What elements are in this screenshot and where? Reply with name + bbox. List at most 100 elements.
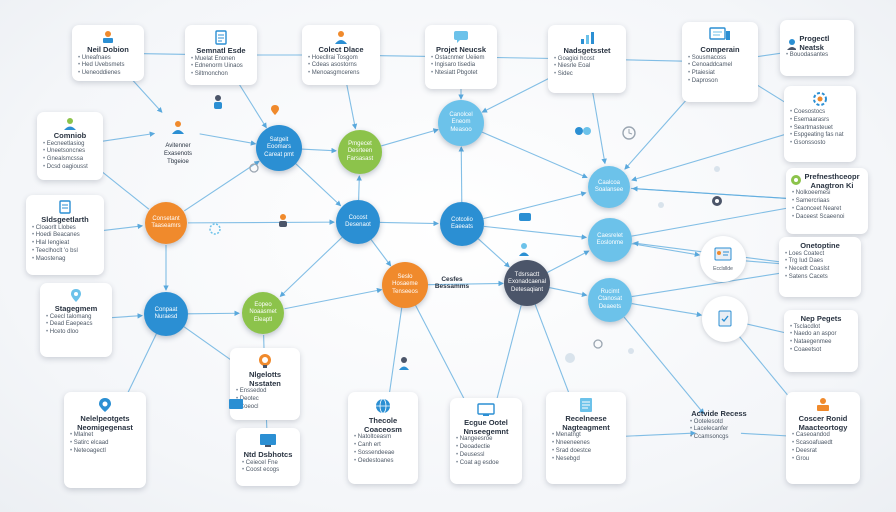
connector-line (548, 286, 588, 297)
node-rucimt[interactable]: Rucimt Ctanosat Deaeets (588, 278, 632, 322)
card-line: Tsclacdlot (790, 324, 852, 332)
node-satgeit[interactable]: Satgeit Eoomars Careat pmt (256, 125, 302, 171)
card-line: Seartmasteuet (790, 125, 850, 133)
node-consetant[interactable]: Consetant Taaseamrs (145, 202, 187, 244)
connector-line (483, 191, 587, 220)
connector-line (631, 303, 703, 318)
card-line: Ceecl talomang (46, 314, 106, 322)
card-title: Progectl Neatsk (799, 34, 830, 52)
card-thecole-coaceosm[interactable]: Thecole Coaceosm Natoltceasm Canh ert So… (348, 392, 418, 484)
connector-line (483, 225, 588, 240)
card-line: Espgeating fas nat (790, 132, 850, 140)
person-icon (64, 118, 76, 130)
connector-line (631, 268, 798, 298)
card-line: Samercriaas (792, 198, 862, 206)
card-nep-pegets[interactable]: Nep Pegets Tsclacdlot Naedo an aspor Nat… (784, 310, 858, 372)
card-ntd-dsbhotcs[interactable]: Ntd Dsbhotcs Ceiecel Fne Coost ecogs (236, 428, 300, 486)
card-colect-dlace[interactable]: Colect Dlace Hoecllrai Tosgom Cdeas asos… (302, 25, 380, 85)
node-pmgecet[interactable]: Pmgecet Desrteen Farsasast (338, 130, 382, 174)
card-sldsgeetlarth[interactable]: Sldsgeetlarth Cloaorlt Llobes Hoedi Beac… (26, 195, 104, 275)
node-conpaat[interactable]: Conpaat Nuraesd (144, 292, 188, 336)
card-line: Siltmonchon (191, 71, 251, 79)
document-check-icon (718, 310, 732, 327)
card-line: Lacelecanfer (690, 426, 748, 434)
connector-line (623, 316, 705, 415)
card-title: Nep Pegets (800, 314, 842, 323)
card-nadsgetsstet[interactable]: Nadsgetsstet Goagioi hcost Niesrle Eoal … (548, 25, 626, 93)
connector-line (426, 280, 504, 287)
card-title: Ecgue Ootel Nnseegemnt (463, 418, 509, 436)
card-onetoptine[interactable]: Onetoptine Loes Coatect Trg Iud Daes Nec… (779, 237, 861, 297)
card-title: Recelneese Nagteagment (562, 414, 610, 432)
node-eopeo[interactable]: Eopeo Noaasmet Eleaptl (242, 292, 284, 334)
card-line: Gsonssosto (790, 140, 850, 148)
card-recelneese[interactable]: Recelneese Nagteagment Menatngt Nneeneen… (546, 392, 626, 484)
card-line: Oedestoanes (354, 458, 412, 466)
connector-line (632, 186, 806, 201)
card-actvide-recess[interactable]: Actvide Recess Ootelesotd Lacelecanfer C… (684, 405, 754, 459)
connector-line (480, 131, 588, 179)
person-icon (399, 357, 409, 370)
node-cocost[interactable]: Cocost Desenaot (336, 200, 380, 244)
card-title: Nlgelotts Nsstaten (248, 370, 282, 388)
node-tdsrsactt[interactable]: Tdsrsactt Exonadcaenal Detesaqiant (504, 260, 550, 306)
card-projet-neucsk[interactable]: Projet Neucsk Ostacnmer Ueiiem Ingisaro … (425, 25, 497, 89)
card-line: Sossendeeae (354, 450, 412, 458)
card-title: Actvide Recess (691, 409, 747, 418)
dot-icon (714, 166, 720, 172)
node-caalcoa[interactable]: Caalcoa Soalansee (588, 166, 630, 208)
badge-document-check[interactable] (702, 296, 748, 342)
card-nelelpeotgets[interactable]: Nelelpeotgets Neomigegenast Mlalnet Sati… (64, 392, 146, 488)
person-card-icon (787, 38, 797, 50)
card-comniob[interactable]: Comniob Eecneetlasiog Uneetsoncnes Gneal… (37, 112, 103, 180)
card-title: Onetoptine (800, 241, 840, 250)
monitor-icon (260, 434, 276, 447)
card-title: Projet Neucsk (435, 45, 487, 54)
badge-ecclsllde[interactable]: Ecclsllde (700, 236, 746, 282)
monitor-icon (229, 399, 243, 409)
node-cotcolio[interactable]: Cotcolio Eaeeats (440, 202, 484, 246)
card-ecgue-ootel[interactable]: Ecgue Ootel Nnseegemnt Nangeesroe Deoade… (450, 398, 522, 484)
location-icon (271, 105, 279, 115)
gear-person-icon (712, 196, 722, 206)
card-coscer-ronid[interactable]: Coscer Ronid Maacteortogy Caseoandod Sca… (786, 392, 860, 484)
card-progectl-neatsk[interactable]: Progectl Neatsk Bouodasantes (780, 20, 854, 76)
card-line: Ostacnmer Ueiiem (431, 55, 491, 63)
card-line: Cdeas asostorns (308, 62, 374, 70)
card-line: Ptaiesiat (688, 70, 752, 78)
card-line: Coesostocs (790, 109, 850, 117)
card-line: Ccamsoncgs (690, 434, 748, 442)
connector-line (631, 129, 800, 182)
card-stagegmem[interactable]: Stagegmem Ceecl talomang Dead Eaepeacs H… (40, 283, 112, 357)
connector-line (284, 287, 383, 310)
node-canolcel[interactable]: Canolcel Eneom Measoo (438, 100, 484, 146)
card-line: Deotec (236, 396, 294, 404)
node-seslo[interactable]: Seslo Hosaeme Tenseeos (382, 262, 428, 308)
card-coesostocs[interactable]: Coesostocs Esemaarasrs Seartmasteuet Esp… (784, 86, 856, 162)
floating-label-avitenner: Avitenner Exasenots Tbgeioe (156, 112, 200, 166)
card-line: Cenoaddcamel (688, 62, 752, 70)
dot-icon (658, 202, 664, 208)
node-caesrelet[interactable]: Caesrelet Eoslonme (588, 218, 632, 262)
card-prefnesthceopr[interactable]: Prefnesthceopr Anagtron Ki Nolkoeemesi S… (786, 168, 868, 234)
card-line: Dcsd oagiousst (43, 164, 97, 172)
connector-line (356, 175, 362, 201)
card-line: Coost ecogs (242, 467, 294, 475)
card-line: Nolkoeemesi (792, 190, 862, 198)
card-line: Necedt Coaslst (785, 266, 855, 274)
settings-icon (209, 223, 221, 235)
card-line: Hed Uvebsmets (78, 62, 138, 70)
card-title: Nadsgetsstet (563, 46, 611, 55)
connector-line (379, 220, 439, 227)
card-neil-dobion[interactable]: Neil Dobion Uneafnaes Hed Uvebsmets Uene… (72, 25, 144, 81)
card-line: Deusessl (456, 452, 516, 460)
clock-icon (622, 126, 636, 140)
card-line: Bouodasantes (786, 52, 848, 60)
card-comperain[interactable]: Comperain Sousmacoss Cenoaddcamel Ptaies… (682, 22, 758, 102)
person-icon (519, 243, 529, 256)
document-icon (215, 30, 227, 45)
card-line: Goagioi hcost (554, 56, 620, 64)
connector-line (380, 128, 439, 147)
card-semnatl-esde[interactable]: Semnatl Esde Muelat Enonen Ednenorm Uina… (185, 25, 257, 85)
card-line: Loes Coatect (785, 251, 855, 259)
